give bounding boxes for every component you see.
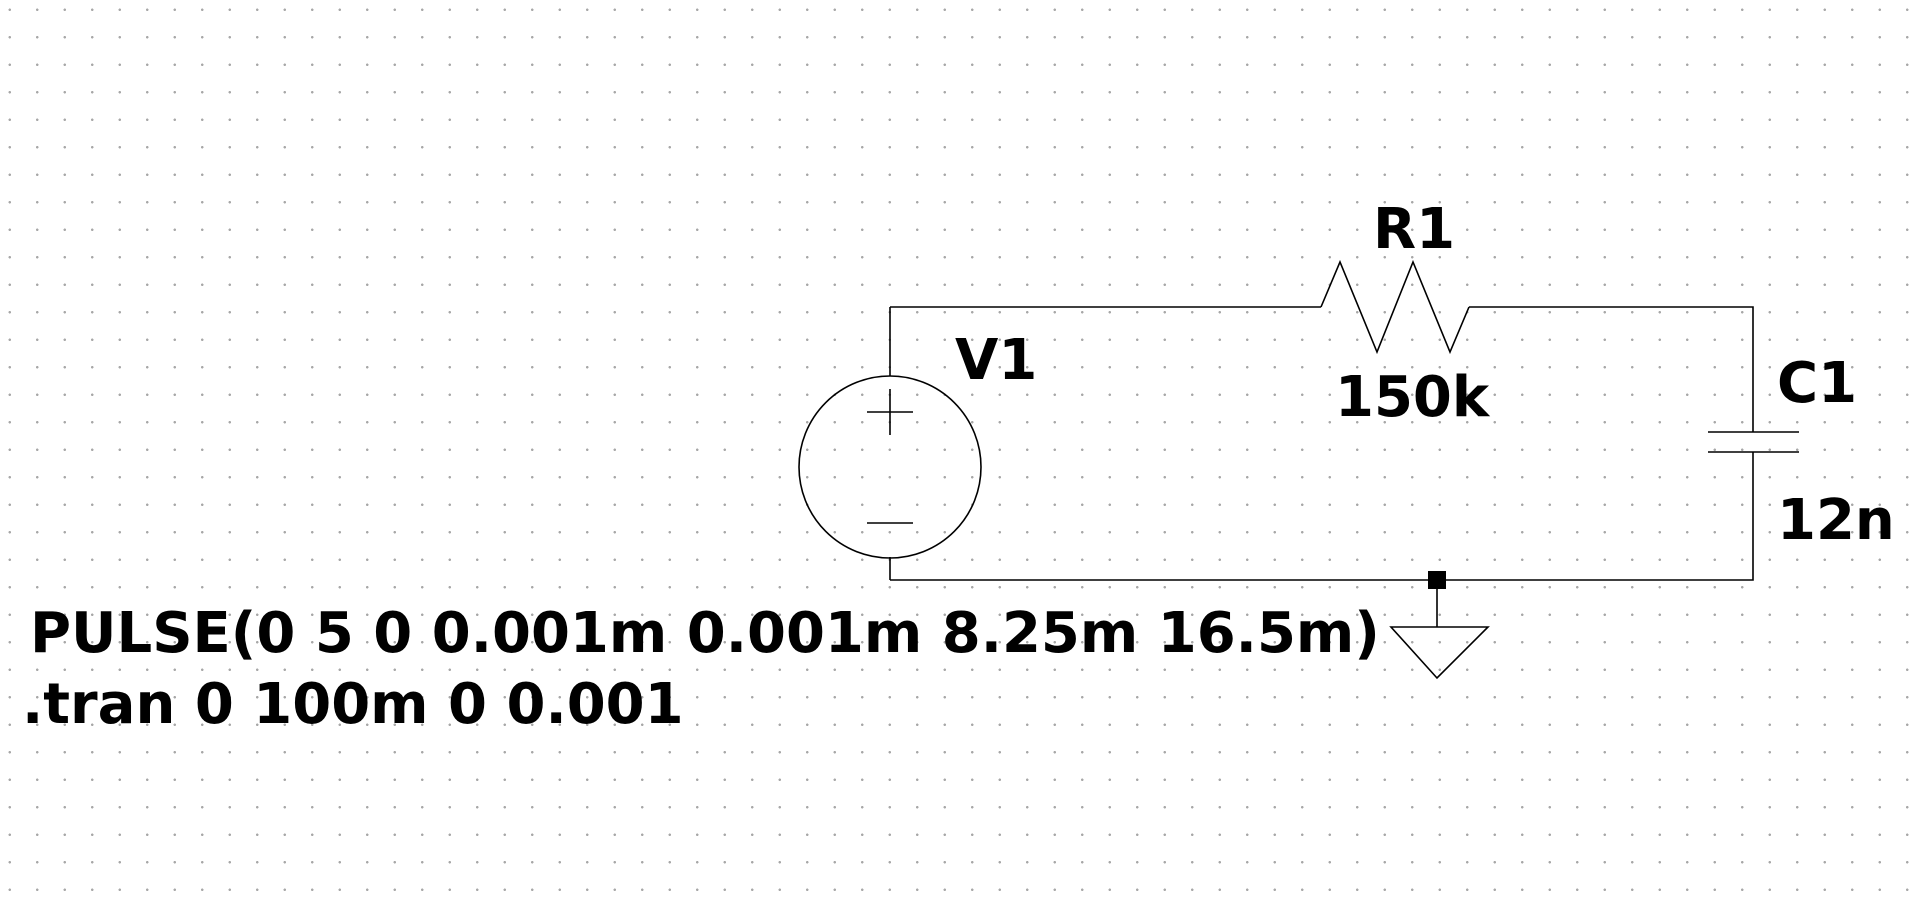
junction-node[interactable] bbox=[1428, 571, 1446, 589]
capacitor-c1-value[interactable]: 12n bbox=[1777, 488, 1895, 553]
resistor-r1-symbol[interactable] bbox=[1320, 259, 1470, 355]
voltage-source-v1-designator[interactable]: V1 bbox=[955, 328, 1038, 393]
voltage-source-v1-value[interactable]: PULSE(0 5 0 0.001m 0.001m 8.25m 16.5m) bbox=[30, 601, 1380, 666]
voltage-source-v1-symbol[interactable] bbox=[798, 375, 982, 559]
resistor-r1-designator[interactable]: R1 bbox=[1373, 197, 1456, 262]
wire-bottom[interactable] bbox=[890, 452, 1754, 581]
tran-directive[interactable]: .tran 0 100m 0 0.001 bbox=[22, 672, 684, 737]
resistor-r1-value[interactable]: 150k bbox=[1335, 365, 1490, 430]
capacitor-c1-designator[interactable]: C1 bbox=[1777, 351, 1858, 416]
ground-icon[interactable] bbox=[1389, 626, 1490, 680]
wire-top-right[interactable] bbox=[1469, 306, 1754, 432]
